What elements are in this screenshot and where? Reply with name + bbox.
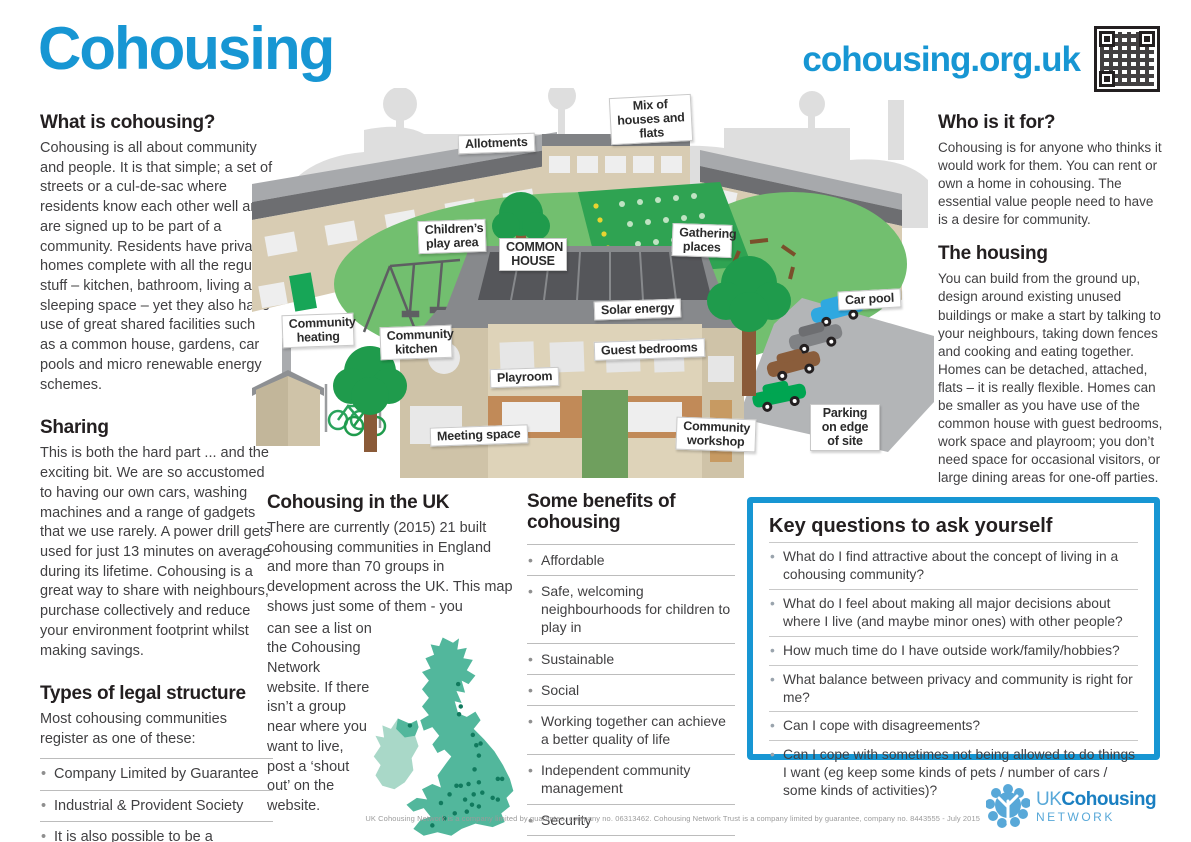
section-heading-questions: Key questions to ask yourself <box>769 515 1053 537</box>
parking-lot <box>738 298 934 452</box>
logo-cohousing: Cohousing <box>1061 788 1157 810</box>
section-heading-benefits: Some benefits of cohousing <box>527 491 676 533</box>
list-item: Company Limited by Guarantee <box>40 757 273 790</box>
door <box>289 272 317 312</box>
questions-list: What do I find attractive about the conc… <box>769 542 1138 805</box>
key-questions-box: Key questions to ask yourself What do I … <box>747 497 1160 798</box>
logo-flower-icon <box>986 784 1030 828</box>
section-heading-uk: Cohousing in the UK <box>267 492 450 513</box>
logo-text: UKCohousing NETWORK <box>1036 788 1157 824</box>
uk-cohousing-network-logo: UKCohousing NETWORK <box>986 780 1166 832</box>
list-item: Working together can achieve a better qu… <box>527 704 735 754</box>
list-item: Independent community management <box>527 754 735 803</box>
great-britain-shape <box>406 637 514 836</box>
who-body: Cohousing is for anyone who thinks it wo… <box>938 140 1162 228</box>
housing-body: You can build from the ground up, design… <box>938 271 1163 486</box>
qr-finder-icon <box>1099 71 1115 87</box>
section-heading-housing: The housing <box>938 243 1048 265</box>
label-heating: Community heating <box>281 312 356 349</box>
section-heading-who: Who is it for? <box>938 112 1056 133</box>
list-item: Industrial & Provident Society <box>40 789 273 822</box>
right-column: Who is it for? Cohousing is for anyone w… <box>938 112 1166 487</box>
list-item: Affordable <box>527 543 735 575</box>
label-workshop: Community workshop <box>675 416 757 453</box>
heating-building <box>252 338 324 446</box>
label-meeting: Meeting space <box>429 424 528 447</box>
qr-finder-icon <box>1139 31 1155 47</box>
uk-map <box>374 637 514 836</box>
label-mix-houses: Mix of houses and flats <box>608 93 694 146</box>
car-green <box>752 380 807 412</box>
list-item: It is also possible to be a Community In… <box>40 821 273 842</box>
qr-finder-icon <box>1099 31 1115 47</box>
section-heading-what: What is cohousing? <box>40 112 216 133</box>
list-item: What balance between privacy and communi… <box>769 664 1138 712</box>
label-children-play: Children’s play area <box>417 218 487 255</box>
tree <box>707 256 791 396</box>
label-car-pool: Car pool <box>837 288 902 311</box>
car-gray <box>788 322 843 354</box>
label-common-house: COMMON HOUSE <box>499 238 567 271</box>
benefits-list: Affordable Safe, welcoming neighbourhood… <box>527 543 735 836</box>
label-solar: Solar energy <box>593 298 682 321</box>
qr-code <box>1094 26 1160 92</box>
left-column: What is cohousing? Cohousing is all abou… <box>40 112 273 842</box>
sharing-body: This is both the hard part ... and the e… <box>40 445 272 659</box>
logo-uk: UK <box>1036 788 1062 810</box>
section-heading-legal: Types of legal structure <box>40 683 246 705</box>
list-item: How much time do I have outside work/fam… <box>769 635 1138 665</box>
list-item: Can I cope with sometimes not being allo… <box>769 740 1138 805</box>
list-item: Can I cope with disagreements? <box>769 711 1138 740</box>
page-title: Cohousing <box>38 15 335 82</box>
benefits-section: Some benefits of cohousing Affordable Sa… <box>527 491 735 836</box>
label-allotments: Allotments <box>457 132 535 155</box>
uk-section: Cohousing in the UK There are currently … <box>267 492 519 842</box>
list-item: Sustainable <box>527 642 735 674</box>
what-body: Cohousing is all about community and peo… <box>40 140 273 393</box>
section-heading-sharing: Sharing <box>40 417 109 439</box>
uk-wrap-text: can see a list on the Cohousing Network … <box>267 620 372 815</box>
label-playroom: Playroom <box>489 366 560 389</box>
website-link[interactable]: cohousing.org.uk <box>802 40 1081 79</box>
legal-text: UK Cohousing Network is a company limite… <box>365 814 980 823</box>
car-brown <box>766 349 821 381</box>
list-item: Security <box>527 803 735 836</box>
community-illustration: Mix of houses and flats Allotments Child… <box>252 88 942 490</box>
tree <box>333 346 407 452</box>
northern-ireland-shape <box>396 718 420 738</box>
label-guest-bedrooms: Guest bedrooms <box>593 338 705 361</box>
community-dots <box>408 681 505 828</box>
label-kitchen: Community kitchen <box>379 324 454 361</box>
list-item: What do I feel about making all major de… <box>769 588 1138 636</box>
legal-intro: Most cohousing communities register as o… <box>40 711 227 747</box>
uk-intro: There are currently (2015) 21 built coho… <box>267 520 513 615</box>
list-item: Social <box>527 673 735 705</box>
list-item: What do I find attractive about the conc… <box>769 542 1138 589</box>
swing-set <box>362 258 461 333</box>
legal-structure-list: Company Limited by Guarantee Industrial … <box>40 757 273 842</box>
logo-network: NETWORK <box>1036 809 1115 824</box>
label-gathering: Gathering places <box>671 222 737 259</box>
list-item: Safe, welcoming neighbourhoods for child… <box>527 574 735 643</box>
label-parking: Parking on edge of site <box>810 404 880 451</box>
